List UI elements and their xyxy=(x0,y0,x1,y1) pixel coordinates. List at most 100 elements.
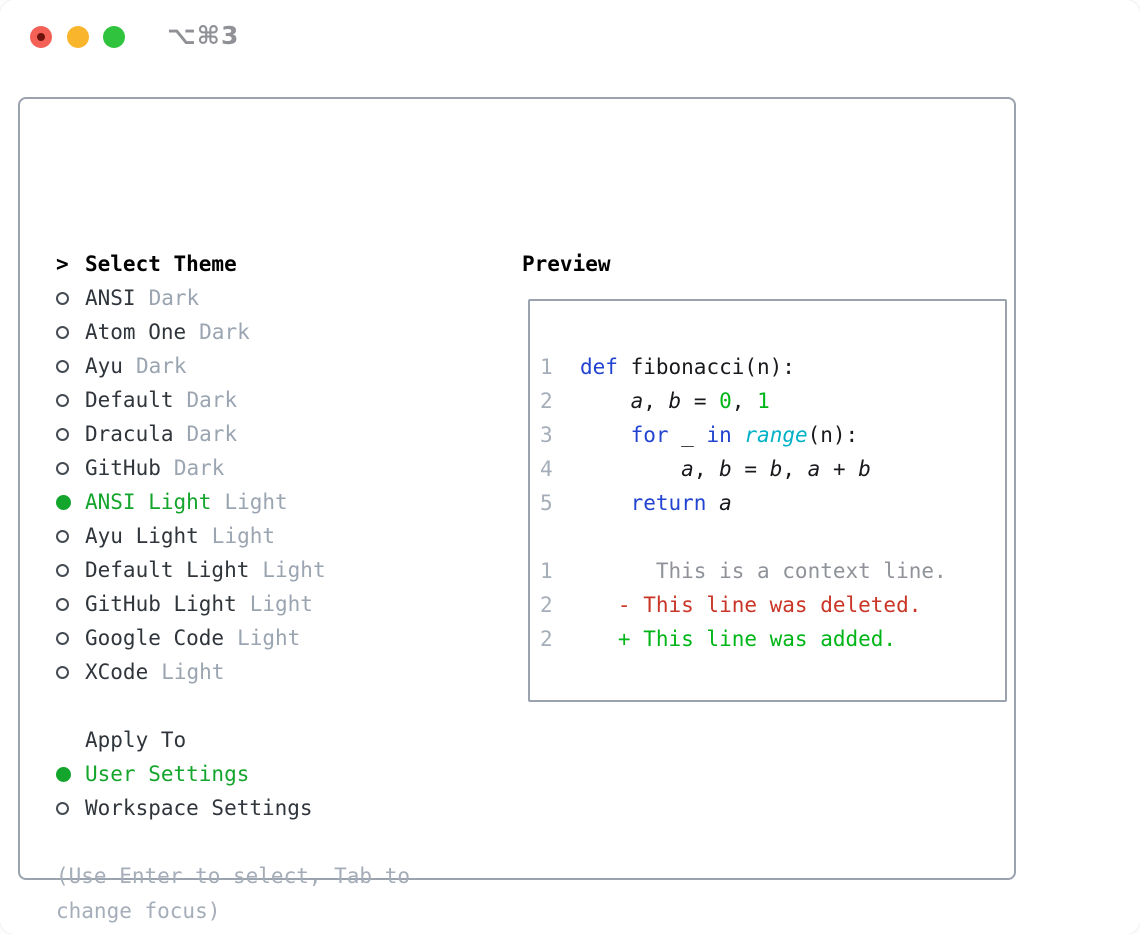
theme-variant-tag: Dark xyxy=(135,354,187,378)
apply-option-label: User Settings xyxy=(85,762,250,786)
theme-variant-tag: Light xyxy=(249,592,313,616)
radio-unselected-icon xyxy=(56,417,71,451)
theme-name: ANSI xyxy=(85,286,136,310)
theme-name: Dracula xyxy=(85,422,174,446)
theme-option-github-light[interactable]: GitHub Light Light xyxy=(56,587,496,621)
code-line: 2 a, b = 0, 1 xyxy=(540,384,1005,418)
theme-variant-tag: Dark xyxy=(148,286,200,310)
radio-unselected-icon xyxy=(56,791,71,825)
theme-option-ansi[interactable]: ANSI Dark xyxy=(56,281,496,315)
line-number: 2 xyxy=(540,389,553,413)
theme-variant-tag: Light xyxy=(211,524,276,548)
line-text: a, b = 0, 1 xyxy=(630,389,770,413)
line-text: def fibonacci(n): xyxy=(580,355,795,379)
theme-option-ansi-light[interactable]: ANSI Light Light xyxy=(56,485,496,519)
diff-line: 2 - This line was deleted. xyxy=(540,588,1005,622)
line-number: 5 xyxy=(540,491,553,515)
theme-option-xcode[interactable]: XCode Light xyxy=(56,655,496,689)
theme-name: Google Code xyxy=(85,626,225,650)
theme-option-ayu-light[interactable]: Ayu Light Light xyxy=(56,519,496,553)
prompt-icon: > xyxy=(56,252,69,276)
theme-variant-tag: Dark xyxy=(199,320,250,344)
zoom-button[interactable] xyxy=(103,26,125,48)
theme-name: Ayu xyxy=(85,354,123,378)
theme-name: Ayu Light xyxy=(85,524,199,548)
radio-unselected-icon xyxy=(56,553,71,587)
theme-variant-tag: Dark xyxy=(186,422,238,446)
radio-unselected-icon xyxy=(56,281,71,315)
code-line: 3 for _ in range(n): xyxy=(540,418,1005,452)
radio-unselected-icon xyxy=(56,315,71,349)
select-theme-header-row: > Select Theme xyxy=(56,247,496,281)
line-number: 4 xyxy=(540,457,553,481)
line-number: 1 xyxy=(540,559,553,583)
theme-option-dracula[interactable]: Dracula Dark xyxy=(56,417,496,451)
theme-option-default-light[interactable]: Default Light Light xyxy=(56,553,496,587)
apply-option-workspace-settings[interactable]: Workspace Settings xyxy=(56,791,496,825)
select-theme-title: Select Theme xyxy=(85,252,237,276)
line-number: 2 xyxy=(540,627,553,651)
line-text: a, b = b, a + b xyxy=(681,457,871,481)
preview-title: Preview xyxy=(522,252,611,276)
code-line: 4 a, b = b, a + b xyxy=(540,452,1005,486)
radio-unselected-icon xyxy=(56,587,71,621)
theme-option-ayu[interactable]: Ayu Dark xyxy=(56,349,496,383)
apply-to-header-spacer xyxy=(56,723,71,757)
line-text: + This line was added. xyxy=(580,627,897,651)
line-number: 2 xyxy=(540,593,553,617)
radio-unselected-icon xyxy=(56,519,71,553)
radio-unselected-icon xyxy=(56,451,71,485)
line-text: - This line was deleted. xyxy=(580,593,922,617)
titlebar: ⌥⌘3 xyxy=(0,0,1140,74)
theme-option-atom-one[interactable]: Atom One Dark xyxy=(56,315,496,349)
theme-name: Atom One xyxy=(85,320,187,344)
theme-name: GitHub xyxy=(85,456,161,480)
apply-to-header-row: Apply To xyxy=(56,723,496,757)
radio-selected-icon xyxy=(56,757,71,791)
blank-line xyxy=(540,520,1005,554)
apply-to-title: Apply To xyxy=(85,728,187,752)
theme-variant-tag: Dark xyxy=(186,388,238,412)
line-text: This is a context line. xyxy=(580,559,947,583)
theme-variant-tag: Light xyxy=(262,558,326,582)
radio-unselected-icon xyxy=(56,655,71,689)
code-line: 1 def fibonacci(n): xyxy=(540,350,1005,384)
code-line: 5 return a xyxy=(540,486,1005,520)
help-text: (Use Enter to select, Tab to change focu… xyxy=(56,864,411,923)
line-text: return a xyxy=(630,491,732,515)
close-button[interactable] xyxy=(30,26,52,48)
window-title: ⌥⌘3 xyxy=(167,21,240,50)
close-button-dot xyxy=(37,33,45,41)
apply-option-user-settings[interactable]: User Settings xyxy=(56,757,496,791)
theme-name: ANSI Light xyxy=(85,490,212,514)
radio-unselected-icon xyxy=(56,621,71,655)
theme-variant-tag: Light xyxy=(224,490,288,514)
diff-line: 1 This is a context line. xyxy=(540,554,1005,588)
diff-line: 2 + This line was added. xyxy=(540,622,1005,656)
theme-name: XCode xyxy=(85,660,149,684)
apply-option-label: Workspace Settings xyxy=(85,796,313,820)
theme-option-google-code[interactable]: Google Code Light xyxy=(56,621,496,655)
minimize-button[interactable] xyxy=(67,26,89,48)
theme-variant-tag: Dark xyxy=(173,456,225,480)
theme-option-github[interactable]: GitHub Dark xyxy=(56,451,496,485)
theme-name: Default xyxy=(85,388,174,412)
theme-option-default[interactable]: Default Dark xyxy=(56,383,496,417)
theme-variant-tag: Light xyxy=(161,660,225,684)
theme-name: Default Light xyxy=(85,558,250,582)
theme-name: GitHub Light xyxy=(85,592,237,616)
diff-preview: 1 This is a context line.2 - This line w… xyxy=(540,554,1005,656)
line-number: 3 xyxy=(540,423,553,447)
line-number: 1 xyxy=(540,355,553,379)
radio-unselected-icon xyxy=(56,349,71,383)
line-text: for _ in range(n): xyxy=(630,423,859,447)
theme-variant-tag: Light xyxy=(237,626,301,650)
